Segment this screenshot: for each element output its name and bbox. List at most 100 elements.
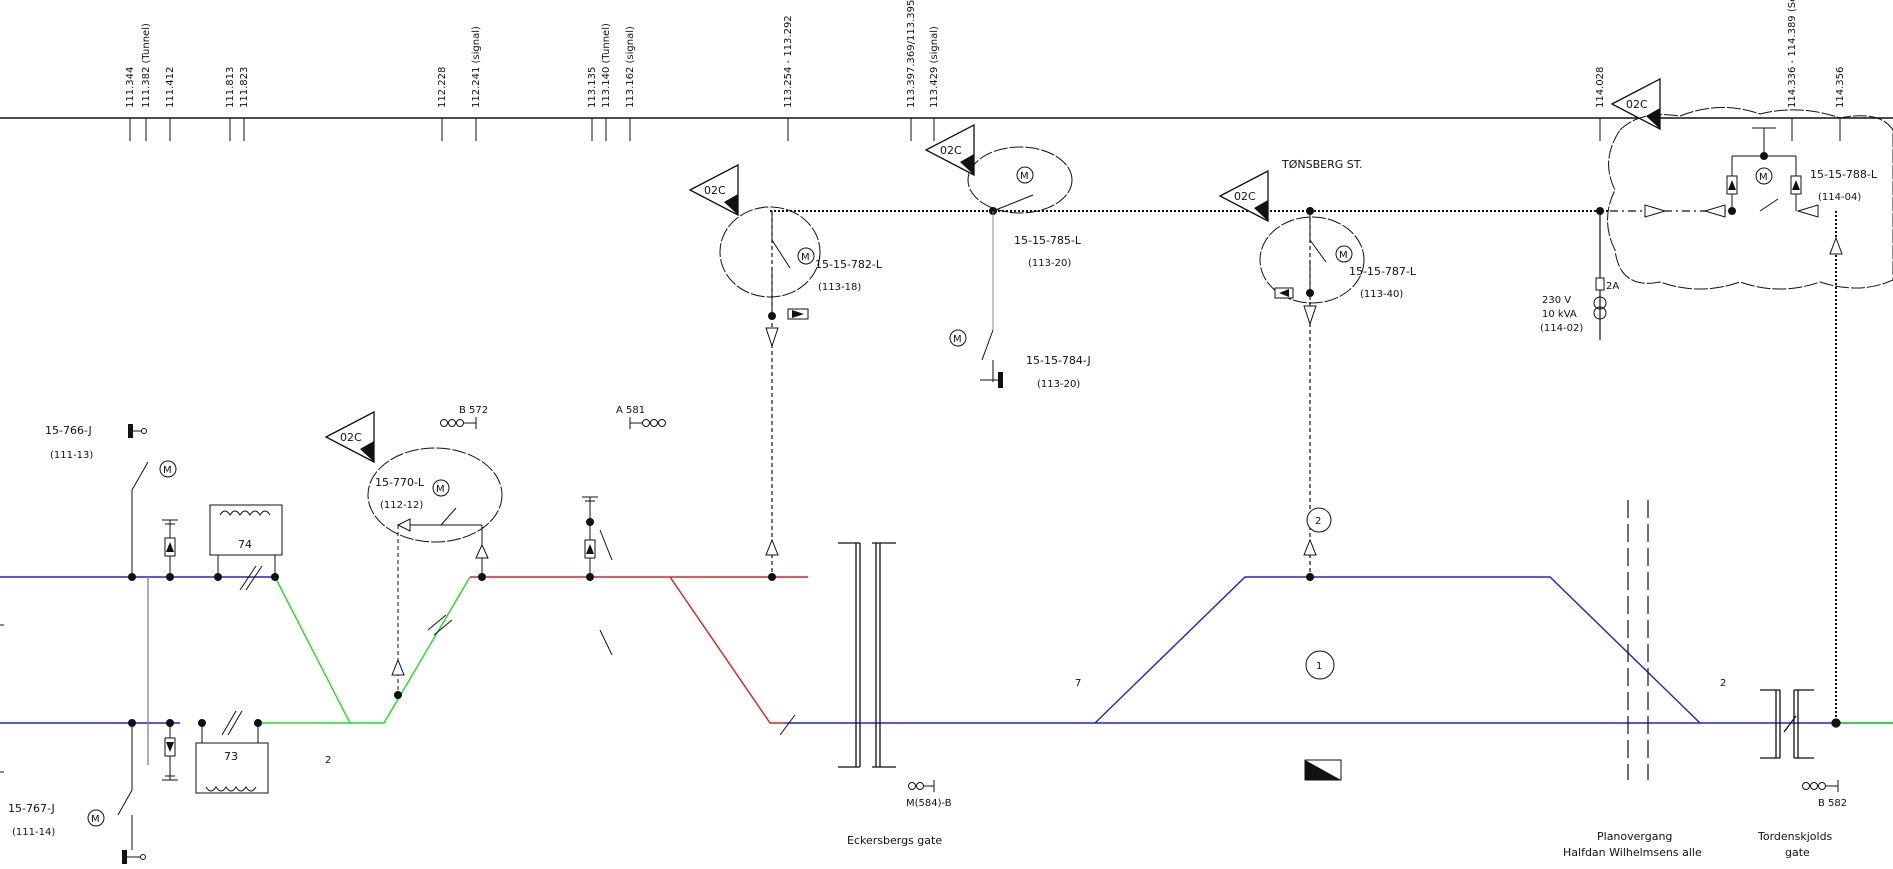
disconnector-id: 15-15-782-L bbox=[815, 258, 883, 271]
track-green-left bbox=[258, 576, 352, 724]
km-label: 113.140 (Tunnel) bbox=[601, 23, 612, 108]
disconnector-id: 15-15-787-L bbox=[1349, 265, 1417, 278]
track-green-mid bbox=[350, 576, 471, 724]
svg-text:02C: 02C bbox=[704, 184, 726, 197]
signal-a-581: A 581 bbox=[616, 405, 666, 429]
surge-arrester bbox=[582, 496, 613, 656]
auxiliary-transformer: 2A 230 V 10 kVA (114-02) bbox=[1540, 207, 1619, 334]
box-74: 74 bbox=[209, 504, 283, 591]
disconnector-ref: (114-04) bbox=[1818, 192, 1861, 203]
section-tag-02c: 02C bbox=[1218, 169, 1269, 223]
disconnector-15-15-782-l[interactable]: M 15-15-782-L (113-18) bbox=[765, 211, 883, 348]
disconnector-15-15-787-l[interactable]: M 15-15-787-L (113-40) bbox=[1274, 207, 1417, 326]
fuse-label: 2A bbox=[1606, 281, 1619, 292]
km-label: 111.382 (Tunnel) bbox=[141, 23, 152, 108]
km-ruler: 111.344 111.382 (Tunnel) 111.412 111.813… bbox=[0, 0, 1893, 141]
svg-text:2: 2 bbox=[1315, 516, 1321, 527]
svg-text:M: M bbox=[91, 814, 100, 825]
disconnector-ref: (112-12) bbox=[380, 500, 423, 511]
track-number: 2 bbox=[1720, 678, 1726, 689]
bridge-tordenskjolds-gate bbox=[1760, 689, 1841, 759]
track-number: 7 bbox=[1075, 678, 1081, 689]
tracks bbox=[0, 576, 1893, 724]
svg-text:A 581: A 581 bbox=[616, 405, 645, 416]
disconnector-ref: (113-40) bbox=[1360, 289, 1403, 300]
svg-text:1: 1 bbox=[1316, 661, 1322, 672]
disconnector-15-15-785-l[interactable]: M 15-15-785-L (113-20) bbox=[989, 166, 1082, 269]
disconnector-ref: (111-13) bbox=[50, 450, 93, 461]
disconnector-15-15-784-j[interactable]: M 15-15-784-J (113-20) bbox=[949, 211, 1091, 390]
feeder-tap bbox=[1303, 538, 1317, 581]
signal-b-572: B 572 bbox=[440, 405, 488, 429]
disconnector-id: 15-766-J bbox=[45, 424, 92, 437]
feeder-line bbox=[770, 210, 1837, 722]
svg-text:B 572: B 572 bbox=[459, 405, 488, 416]
svg-text:02C: 02C bbox=[940, 144, 962, 157]
track-red-diagonal bbox=[669, 576, 785, 724]
section-tags: 02C 02C 02C 02C 02C bbox=[324, 77, 1661, 464]
km-label: 113.254 - 113.292 bbox=[783, 15, 794, 108]
disconnector-15-770-l[interactable]: 15-770-L (112-12) M bbox=[375, 476, 489, 699]
svg-text:M: M bbox=[436, 484, 445, 495]
disconnector-id: 15-15-784-J bbox=[1026, 354, 1091, 367]
km-label: 111.412 bbox=[165, 67, 176, 108]
km-label: 113.429 (signal) bbox=[929, 26, 940, 108]
section-tag-02c: 02C bbox=[1610, 77, 1661, 131]
svg-text:M: M bbox=[163, 465, 172, 476]
bridge-eckersbergs-gate bbox=[838, 542, 896, 768]
km-label: 111.823 bbox=[239, 67, 250, 108]
svg-text:M: M bbox=[1020, 171, 1029, 182]
km-label: 111.344 bbox=[125, 67, 136, 108]
section-insulator bbox=[1644, 204, 1843, 255]
disconnector-ref: (111-14) bbox=[12, 827, 55, 838]
km-ticks bbox=[129, 118, 1841, 141]
transformer-power: 10 kVA bbox=[1542, 309, 1577, 320]
zone-clouds bbox=[367, 107, 1893, 543]
svg-text:73: 73 bbox=[224, 750, 238, 763]
disconnector-15-767-j[interactable]: M 15-767-J (111-14) bbox=[8, 719, 146, 864]
station-name: TØNSBERG ST. bbox=[1281, 158, 1363, 171]
disconnector-ref: (113-20) bbox=[1037, 379, 1080, 390]
signal-m-584-b: M(584)-B bbox=[906, 780, 952, 809]
track-loop-blue bbox=[1094, 576, 1701, 724]
track-number: 2 bbox=[325, 755, 331, 766]
section-tag-02c: 02C bbox=[324, 410, 375, 464]
disconnector-id: 15-15-788-L bbox=[1810, 168, 1878, 181]
disconnector-id: 15-770-L bbox=[375, 476, 425, 489]
signal-b-582: B 582 bbox=[1802, 780, 1847, 809]
svg-text:M: M bbox=[1339, 250, 1348, 261]
box-73: 73 bbox=[195, 710, 269, 794]
edge-ticks bbox=[0, 624, 4, 773]
disconnector-ref: (113-18) bbox=[818, 282, 861, 293]
disconnector-15-15-788-l[interactable]: M 15-15-788-L (114-04) bbox=[1726, 127, 1878, 215]
km-label: 113.162 (signal) bbox=[625, 26, 636, 108]
km-label: 112.241 (signal) bbox=[471, 26, 482, 108]
disconnector-15-766-j[interactable]: 15-766-J (111-13) M bbox=[45, 424, 177, 581]
disconnector-id: 15-767-J bbox=[8, 802, 55, 815]
place-name: Planovergang bbox=[1597, 830, 1672, 843]
svg-text:02C: 02C bbox=[340, 431, 362, 444]
svg-text:02C: 02C bbox=[1234, 190, 1256, 203]
section-tag-02c: 02C bbox=[924, 123, 975, 177]
km-label: 114.336 - 114.389 (Seksjonsfelt) bbox=[1787, 0, 1798, 108]
disconnector-id: 15-15-785-L bbox=[1014, 234, 1082, 247]
surge-arrester bbox=[162, 719, 178, 781]
section-tag-02c: 02C bbox=[688, 163, 739, 217]
place-name: gate bbox=[1785, 846, 1810, 859]
svg-text:M: M bbox=[953, 334, 962, 345]
speed-sign bbox=[1304, 759, 1342, 781]
level-crossing bbox=[1627, 500, 1649, 780]
km-label: 113.135 bbox=[587, 67, 598, 108]
km-label: 114.028 bbox=[1595, 67, 1606, 108]
transformer-ref: (114-02) bbox=[1540, 323, 1583, 334]
km-label: 112.228 bbox=[437, 67, 448, 108]
circled-number: 1 bbox=[1305, 650, 1335, 680]
svg-text:02C: 02C bbox=[1626, 98, 1648, 111]
svg-text:M: M bbox=[801, 252, 810, 263]
place-name: Tordenskjolds bbox=[1757, 830, 1833, 843]
svg-text:M: M bbox=[1759, 172, 1768, 183]
surge-arrester bbox=[162, 519, 178, 581]
disconnector-ref: (113-20) bbox=[1028, 258, 1071, 269]
svg-text:B 582: B 582 bbox=[1818, 798, 1847, 809]
